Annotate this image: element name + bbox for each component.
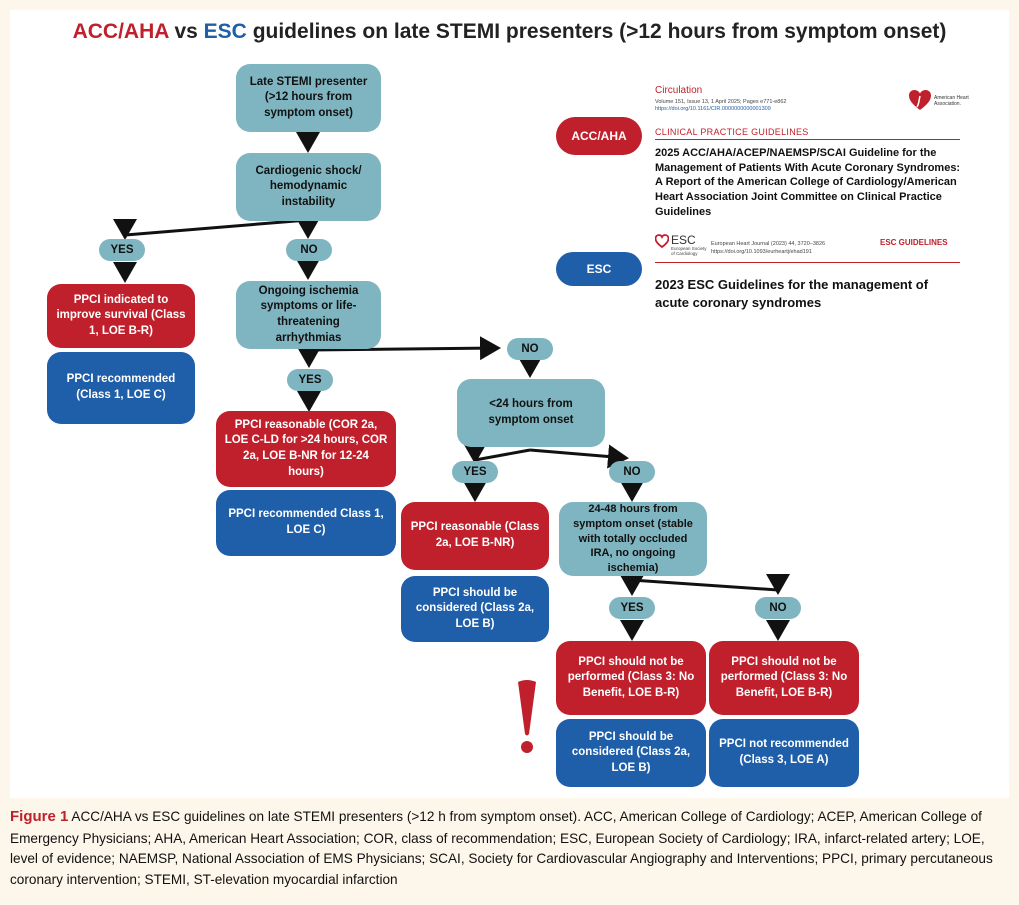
- node-under-24-hours: <24 hours from symptom onset: [457, 379, 605, 447]
- acc-guideline-title: 2025 ACC/AHA/ACEP/NAEMSP/SCAI Guideline …: [655, 147, 961, 218]
- node-24-48-hours: 24-48 hours from symptom onset (stable w…: [559, 502, 707, 576]
- esc-journal-doi: https://doi.org/10.1093/eurheartj/ehad19…: [711, 249, 812, 255]
- node-ongoing-ischemia: Ongoing ischemia symptoms or life-threat…: [236, 281, 381, 349]
- esc-section-label: ESC GUIDELINES: [880, 238, 948, 247]
- acc-ischemia-recommendation: PPCI reasonable (COR 2a, LOE C-LD for >2…: [216, 411, 396, 487]
- acc-shock-recommendation: PPCI indicated to improve survival (Clas…: [47, 284, 195, 348]
- label-yes: YES: [452, 461, 498, 483]
- esc-ischemia-recommendation: PPCI recommended Class 1, LOE C): [216, 490, 396, 556]
- title-esc: ESC: [203, 20, 247, 43]
- label-yes: YES: [609, 597, 655, 619]
- label-yes: YES: [99, 239, 145, 261]
- label-yes: YES: [287, 369, 333, 391]
- label-no: NO: [286, 239, 332, 261]
- aha-logo-text: American Heart Association.: [934, 95, 969, 107]
- figure-caption: Figure 1 ACC/AHA vs ESC guidelines on la…: [10, 806, 1010, 891]
- esc-under-24-recommendation: PPCI should be considered (Class 2a, LOE…: [401, 576, 549, 642]
- node-late-stemi-presenter: Late STEMI presenter (>12 hours from sym…: [236, 64, 381, 132]
- acc-journal-volume: Volume 151, Issue 13, 1 April 2025; Page…: [655, 99, 787, 105]
- legend-esc-pill: ESC: [556, 252, 642, 286]
- esc-section-divider: [655, 262, 960, 263]
- acc-journal-name: Circulation: [655, 85, 703, 96]
- esc-shock-recommendation: PPCI recommended (Class 1, LOE C): [47, 352, 195, 424]
- title-rest: guidelines on late STEMI presenters (>12…: [246, 20, 947, 43]
- node-cardiogenic-shock: Cardiogenic shock/ hemodynamic instabili…: [236, 153, 381, 221]
- esc-logo-text: ESC: [671, 233, 696, 247]
- esc-logo-subtitle: European Society of Cardiology: [671, 246, 707, 256]
- caption-text: ACC/AHA vs ESC guidelines on late STEMI …: [10, 809, 993, 888]
- label-no: NO: [609, 461, 655, 483]
- caption-figure-label: Figure 1: [10, 808, 69, 825]
- acc-under-24-recommendation: PPCI reasonable (Class 2a, LOE B-NR): [401, 502, 549, 570]
- acc-24-48-yes-recommendation: PPCI should not be performed (Class 3: N…: [556, 641, 706, 715]
- acc-section-label: CLINICAL PRACTICE GUIDELINES: [655, 127, 809, 137]
- acc-24-48-no-recommendation: PPCI should not be performed (Class 3: N…: [709, 641, 859, 715]
- esc-journal-ref: European Heart Journal (2023) 44, 3720–3…: [711, 241, 826, 247]
- aha-heart-logo-icon: [909, 90, 931, 110]
- esc-guideline-title: 2023 ESC Guidelines for the management o…: [655, 277, 929, 311]
- esc-24-48-no-recommendation: PPCI not recommended (Class 3, LOE A): [709, 719, 859, 787]
- legend-acc-pill: ACC/AHA: [556, 117, 642, 155]
- figure-title: ACC/AHA vs ESC guidelines on late STEMI …: [10, 20, 1009, 44]
- exclamation-icon: [518, 680, 536, 753]
- acc-section-divider: [655, 139, 960, 140]
- label-no: NO: [507, 338, 553, 360]
- esc-24-48-yes-recommendation: PPCI should be considered (Class 2a, LOE…: [556, 719, 706, 787]
- acc-journal-doi: https://doi.org/10.1161/CIR.000000000000…: [655, 106, 771, 112]
- title-vs: vs: [168, 20, 204, 43]
- label-no: NO: [755, 597, 801, 619]
- title-acc: ACC/AHA: [72, 20, 169, 43]
- esc-heart-logo-icon: [655, 234, 669, 248]
